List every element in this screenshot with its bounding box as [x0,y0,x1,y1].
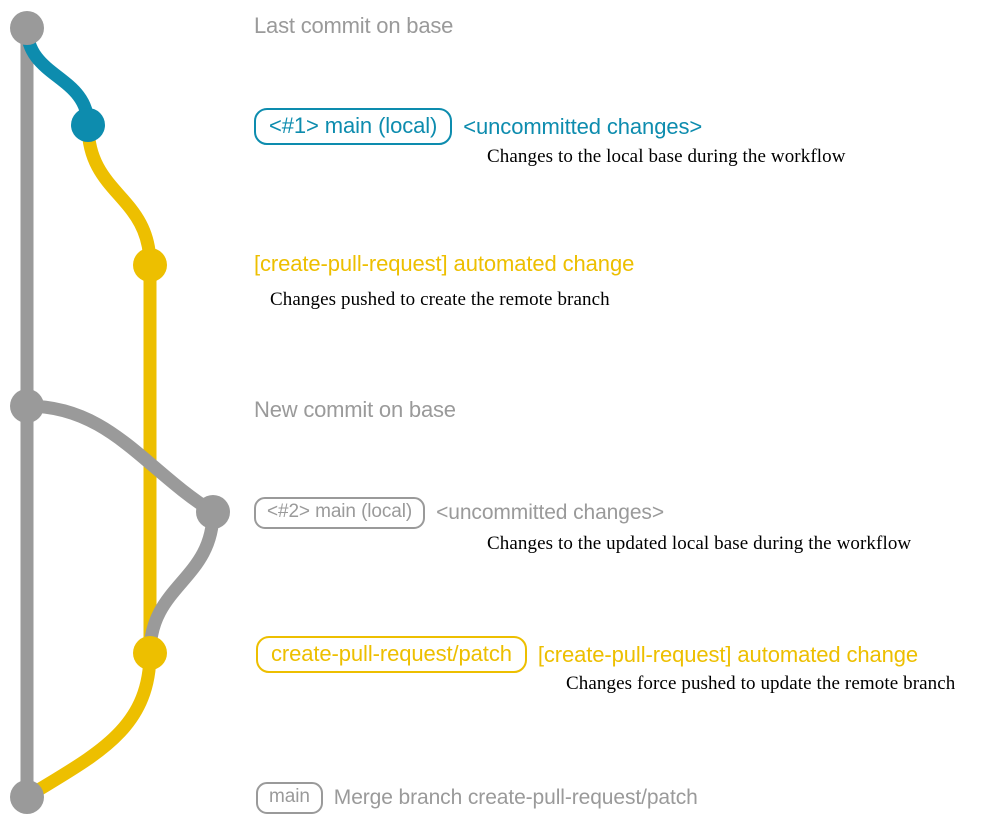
commit-description-local-1: Changes to the local base during the wor… [487,146,846,167]
commit-node-local-1[interactable] [71,108,105,142]
commit-heading-base-new: New commit on base [254,397,456,422]
commit-node-base-new[interactable] [10,389,44,423]
commit-subject-automated-1: [create-pull-request] automated change [254,251,635,276]
commit-subject-local-1: <uncommitted changes> [463,114,703,139]
edge-basenew-to-local2 [20,399,220,519]
edge-local1-to-automated1 [81,118,157,272]
edge-local2-to-automated2 [143,505,220,660]
commit-row-head-automated-1: [create-pull-request] automated change [254,252,634,275]
commit-row-automated-1: [create-pull-request] automated change [254,252,634,275]
ref-pill-create-pull-request-patch[interactable]: create-pull-request/patch [256,636,527,674]
commit-description-automated-1: Changes pushed to create the remote bran… [270,289,610,310]
commit-row-head-merge: main Merge branch create-pull-request/pa… [256,782,698,814]
commit-node-local-2[interactable] [196,495,230,529]
commit-subject-merge: Merge branch create-pull-request/patch [333,785,698,809]
commit-description-local-2: Changes to the updated local base during… [487,533,912,554]
commit-row-head-local-1: <#1> main (local) <uncommitted changes> [254,108,703,146]
commit-subject-automated-2: [create-pull-request] automated change [537,642,919,667]
edge-automated2-to-merge [20,646,157,804]
commit-row-head-local-2: <#2> main (local) <uncommitted changes> [254,497,664,529]
commit-node-merge[interactable] [10,780,44,814]
commit-description-automated-2: Changes force pushed to update the remot… [566,673,956,694]
ref-pill-main[interactable]: main [256,782,323,814]
commit-node-base-last[interactable] [10,11,44,45]
commit-row-merge: main Merge branch create-pull-request/pa… [256,782,698,814]
ref-pill-main-local-1[interactable]: <#1> main (local) [254,108,453,146]
commit-heading-base-last: Last commit on base [254,13,454,38]
commit-row-local-2: <#2> main (local) <uncommitted changes> [254,497,664,529]
commit-node-automated-2[interactable] [133,636,167,670]
ref-pill-main-local-2[interactable]: <#2> main (local) [254,497,426,529]
commit-row-automated-2: create-pull-request/patch [create-pull-r… [256,636,919,674]
commit-row-head-automated-2: create-pull-request/patch [create-pull-r… [256,636,919,674]
commit-row-local-1: <#1> main (local) <uncommitted changes> [254,108,703,146]
commit-subject-local-2: <uncommitted changes> [436,500,664,524]
commit-node-automated-1[interactable] [133,248,167,282]
